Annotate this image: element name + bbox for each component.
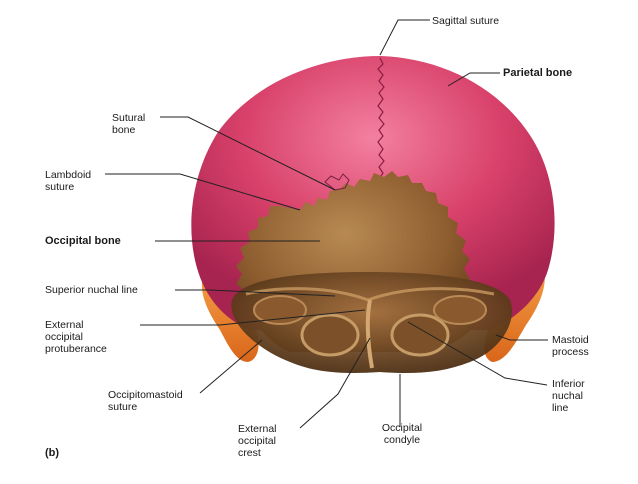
- label-sagittal-suture: Sagittal suture: [432, 15, 500, 27]
- left-fossa: [253, 295, 307, 325]
- label-occipitomastoid-suture: Occipitomastoid suture: [108, 389, 183, 413]
- sagittal-suture-line: [377, 57, 385, 180]
- label-occipital-bone: Occipital bone: [45, 235, 121, 247]
- label-mastoid-process: Mastoid process: [552, 334, 589, 358]
- left-condyle: [300, 313, 360, 357]
- label-lambdoid-suture: Lambdoid suture: [45, 169, 92, 193]
- label-external-occipital-crest: External occipital crest: [238, 423, 277, 459]
- label-superior-nuchal-line: Superior nuchal line: [45, 284, 138, 296]
- external-occipital-crest-ridge: [365, 299, 374, 369]
- sutural-bone-outline: [324, 173, 350, 191]
- label-external-occipital-protuberance: External occipital protuberance: [45, 319, 107, 355]
- label-occipital-condyle: Occipital condyle: [381, 422, 423, 446]
- label-inferior-nuchal-line: Inferior nuchal line: [552, 378, 585, 414]
- label-sutural-bone: Sutural bone: [112, 112, 146, 136]
- label-parietal-bone: Parietal bone: [503, 67, 573, 79]
- leader-lines: [105, 19, 548, 429]
- right-fossa: [433, 295, 487, 325]
- figure-letter: (b): [45, 447, 60, 459]
- right-condyle: [390, 313, 450, 357]
